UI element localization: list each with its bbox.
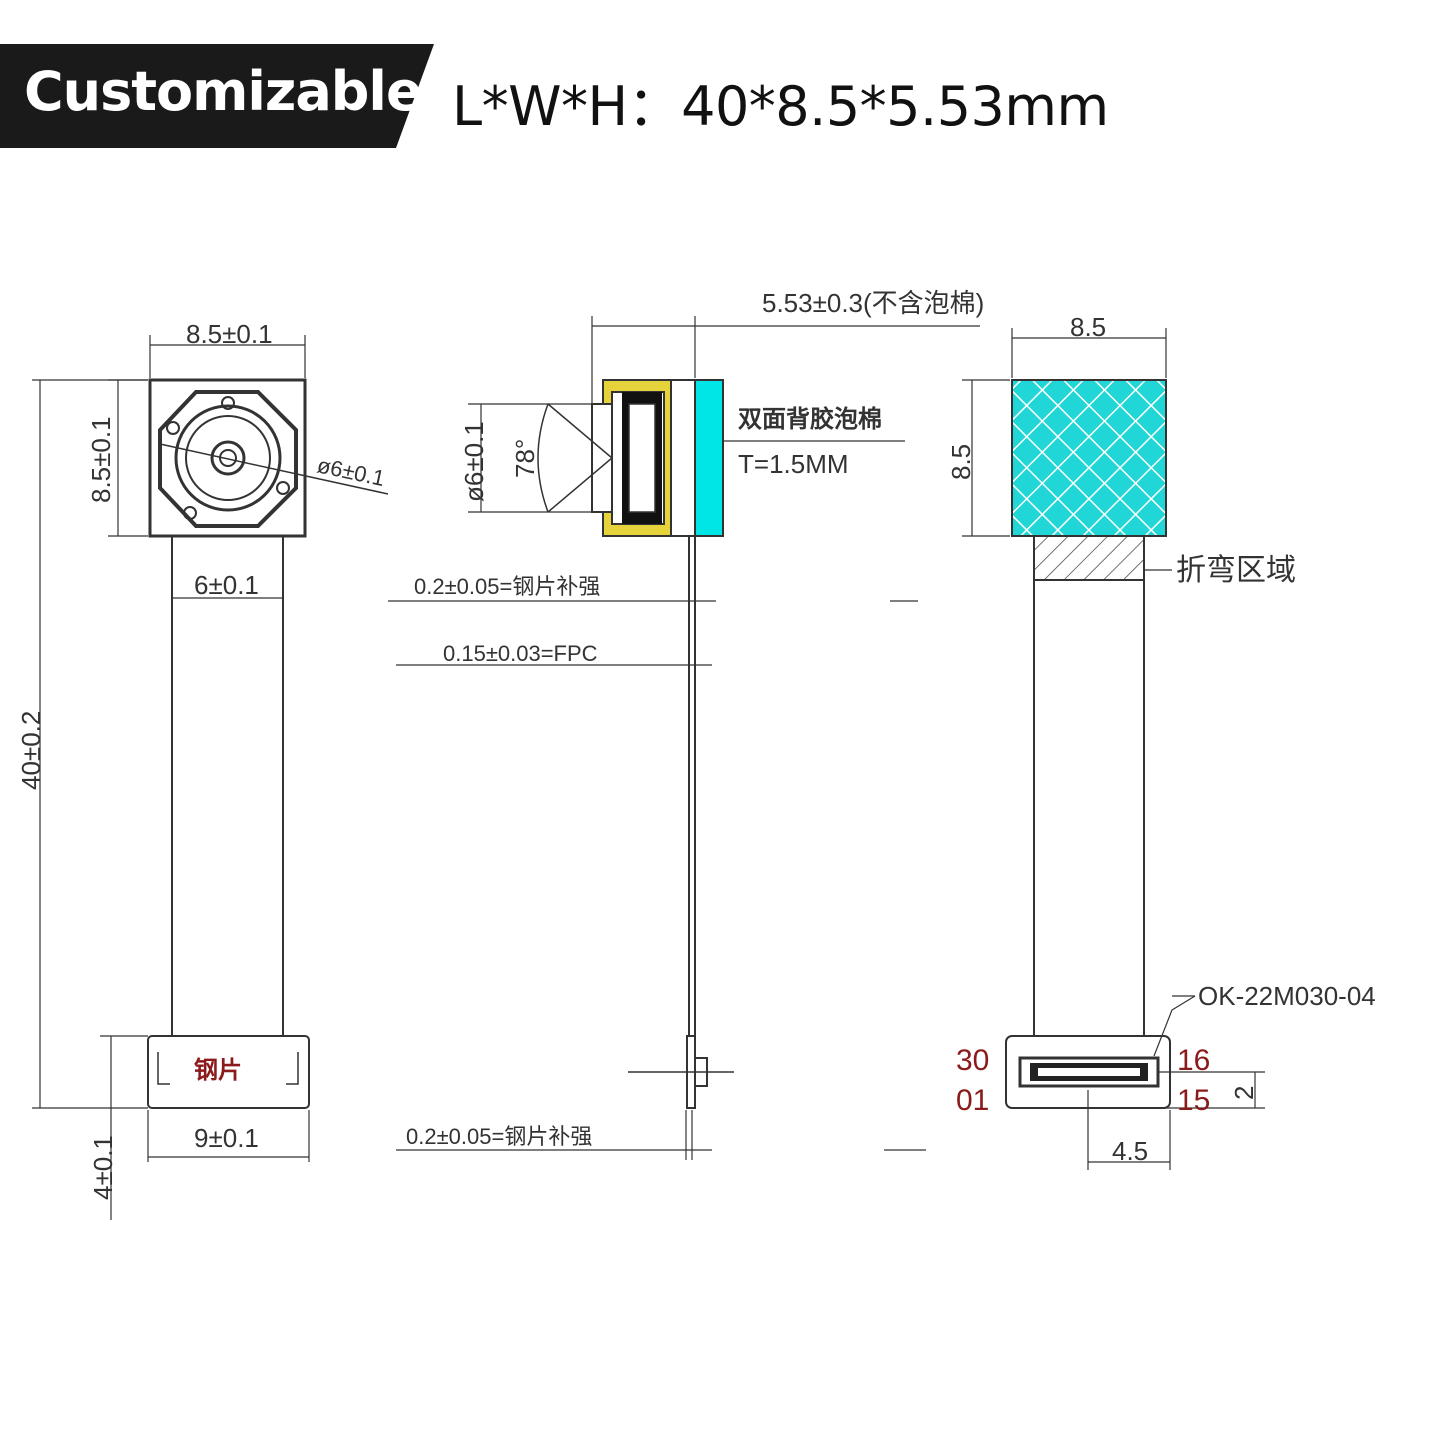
front-lens-aperture bbox=[210, 440, 246, 476]
back-width-dim: 8.5 bbox=[1070, 312, 1106, 342]
side-overall-height-dim: 5.53±0.3(不含泡棉) bbox=[762, 288, 984, 318]
side-foam-thickness: T=1.5MM bbox=[738, 449, 849, 479]
side-stiffener-bottom-dim: 0.2±0.05=钢片补强 bbox=[406, 1124, 592, 1149]
front-stiffener bbox=[147, 1035, 310, 1109]
side-lens-dia-dim: ø6±0.1 bbox=[459, 421, 489, 502]
back-connector-width-dim: 4.5 bbox=[1112, 1136, 1148, 1166]
back-bend-zone-label: 折弯区域 bbox=[1176, 553, 1296, 588]
back-height-dim: 8.5 bbox=[946, 444, 976, 480]
front-bottom-height-dim: 4±0.1 bbox=[88, 1135, 118, 1200]
back-pin-15: 15 bbox=[1177, 1084, 1210, 1117]
front-sensor-body bbox=[148, 378, 307, 538]
side-view bbox=[388, 316, 980, 1160]
back-pin-01: 01 bbox=[956, 1084, 989, 1117]
customizable-badge: Customizable bbox=[24, 60, 423, 123]
side-fov-dim: 78° bbox=[510, 439, 540, 478]
front-stiffener-label: 钢片 bbox=[194, 1056, 242, 1084]
back-pin-30: 30 bbox=[956, 1044, 989, 1077]
front-bottom-width-dim: 9±0.1 bbox=[194, 1123, 259, 1153]
front-height-dim: 8.5±0.1 bbox=[86, 416, 116, 503]
front-width-dim: 8.5±0.1 bbox=[186, 319, 273, 349]
dimensions-title: L*W*H：40*8.5*5.53mm bbox=[452, 75, 1109, 138]
header-banner bbox=[0, 44, 434, 148]
front-lens-holder bbox=[158, 390, 298, 528]
front-view bbox=[32, 335, 389, 1220]
back-view bbox=[962, 328, 1265, 1170]
back-connector-height-dim: 2 bbox=[1229, 1086, 1259, 1100]
back-pin-16: 16 bbox=[1177, 1044, 1210, 1077]
back-foam-hatch bbox=[1011, 379, 1167, 537]
back-connector-part: OK-22M030-04 bbox=[1198, 981, 1376, 1011]
front-tail-width-dim: 6±0.1 bbox=[194, 570, 259, 600]
front-total-length-dim: 40±0.2 bbox=[16, 711, 46, 790]
side-stiffener-top-dim: 0.2±0.05=钢片补强 bbox=[414, 574, 600, 599]
side-foam-label: 双面背胶泡棉 bbox=[738, 405, 882, 433]
side-fpc-dim: 0.15±0.03=FPC bbox=[443, 641, 598, 666]
side-foam bbox=[694, 379, 724, 537]
back-bend-zone bbox=[1033, 535, 1145, 581]
